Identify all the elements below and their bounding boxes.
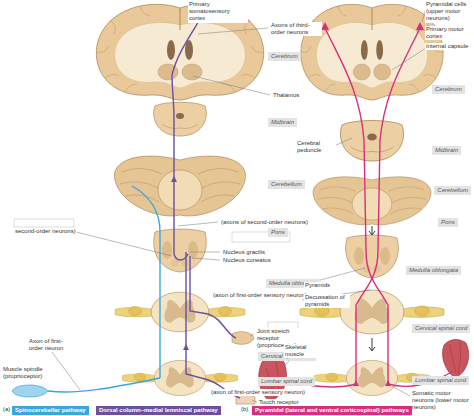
level-name: Cerebrum: [435, 86, 462, 93]
level-band: Medulla oblongata: [406, 266, 461, 275]
cerebrum-section: [301, 4, 444, 100]
level-band: Midbrain: [432, 146, 461, 155]
structure-label: Decussation of pyramids: [304, 294, 350, 308]
level-name: Lumbar spinal cord: [261, 378, 312, 385]
structure-label: (axon of first-order sensory neuron): [212, 292, 308, 299]
level-band: Lumbar spinal cord: [412, 376, 469, 385]
level-band: Lumbar spinal cord: [258, 377, 315, 386]
level-band: Cervical spinal cord: [412, 324, 470, 333]
structure-label: Pyramidal cells (upper motor neurons): [425, 1, 471, 23]
structure-label: Primary somatosensory cortex: [188, 1, 248, 23]
legend-swatch: Spinocerebellar pathway: [12, 406, 89, 415]
structure-label: (axon of first-order sensory neuron): [210, 389, 306, 396]
legend-swatch: Pyramidal (lateral and ventral corticosp…: [252, 406, 412, 415]
level-band: Cerebrum: [268, 52, 301, 61]
cerebellum-pons: [313, 177, 431, 225]
dorsal-column-tract: [172, 10, 240, 398]
muscle-spindle: [12, 385, 48, 397]
structure-label: Axon of first-order neuron: [28, 338, 68, 352]
legend-text: Spinocerebellar pathway: [15, 407, 86, 414]
level-name: Medulla oblongata: [409, 267, 458, 274]
midbrain-section: [340, 121, 403, 162]
structure-label: Cerebral peduncle: [296, 140, 336, 154]
level-name: Pons: [271, 229, 285, 236]
structure-label: Somatic motor neurons (lower motor neuro…: [411, 390, 471, 412]
structure-label: Primary motor cortex: [425, 26, 471, 40]
medulla-section: [154, 229, 207, 272]
level-band: Pons: [268, 228, 288, 237]
level-band: Cerebellum: [268, 180, 305, 189]
structure-label: Thalamus: [272, 92, 300, 99]
legend-text: Pyramidal (lateral and ventral corticosp…: [255, 407, 409, 414]
direction-arrow: [171, 176, 189, 350]
leader-lines: [52, 8, 426, 402]
cerebellum-pons: [114, 156, 245, 216]
structure-label: Muscle spindle (proprioceptor): [2, 366, 48, 380]
legend-swatch: Dorsal column–medial lemniscal pathway: [96, 406, 221, 415]
level-name: Lumbar spinal cord: [415, 377, 466, 384]
level-name: Cerebellum: [271, 181, 302, 188]
direction-arrow: [369, 226, 375, 351]
legend-text: Dorsal column–medial lemniscal pathway: [99, 407, 218, 414]
structure-label: Axons of third-order neurons: [270, 22, 322, 36]
neuron-cell-body: [321, 22, 424, 386]
spinocerebellar-tract: [48, 186, 160, 392]
structure-label: (axons of second-order neurons): [220, 219, 309, 226]
structure-label: Skeletal muscle: [284, 344, 318, 358]
level-name: Cerebellum: [437, 187, 468, 194]
structure-label: second-order neurons): [14, 228, 77, 235]
midbrain-section: [154, 102, 207, 136]
level-name: Pons: [441, 219, 455, 226]
level-name: Midbrain: [435, 147, 458, 154]
level-band: Cerebellum: [434, 186, 471, 195]
structure-label: Nucleus cuneatus: [222, 257, 272, 264]
structure-label: Internal capsule: [425, 43, 471, 50]
hidden-label-box: [14, 219, 74, 227]
medulla-section: [346, 235, 399, 278]
level-name: Cerebrum: [271, 53, 298, 60]
structure-label: Pyramids: [304, 282, 331, 289]
structure-label: (b): [240, 406, 249, 413]
structure-label: Nucleus gracilis: [222, 249, 266, 256]
structure-label: (a): [2, 406, 11, 413]
level-name: Midbrain: [271, 119, 294, 126]
level-band: Cerebrum: [432, 85, 465, 94]
level-name: Cervical spinal cord: [415, 325, 467, 332]
level-band: Midbrain: [268, 118, 297, 127]
level-band: Pons: [438, 218, 458, 227]
